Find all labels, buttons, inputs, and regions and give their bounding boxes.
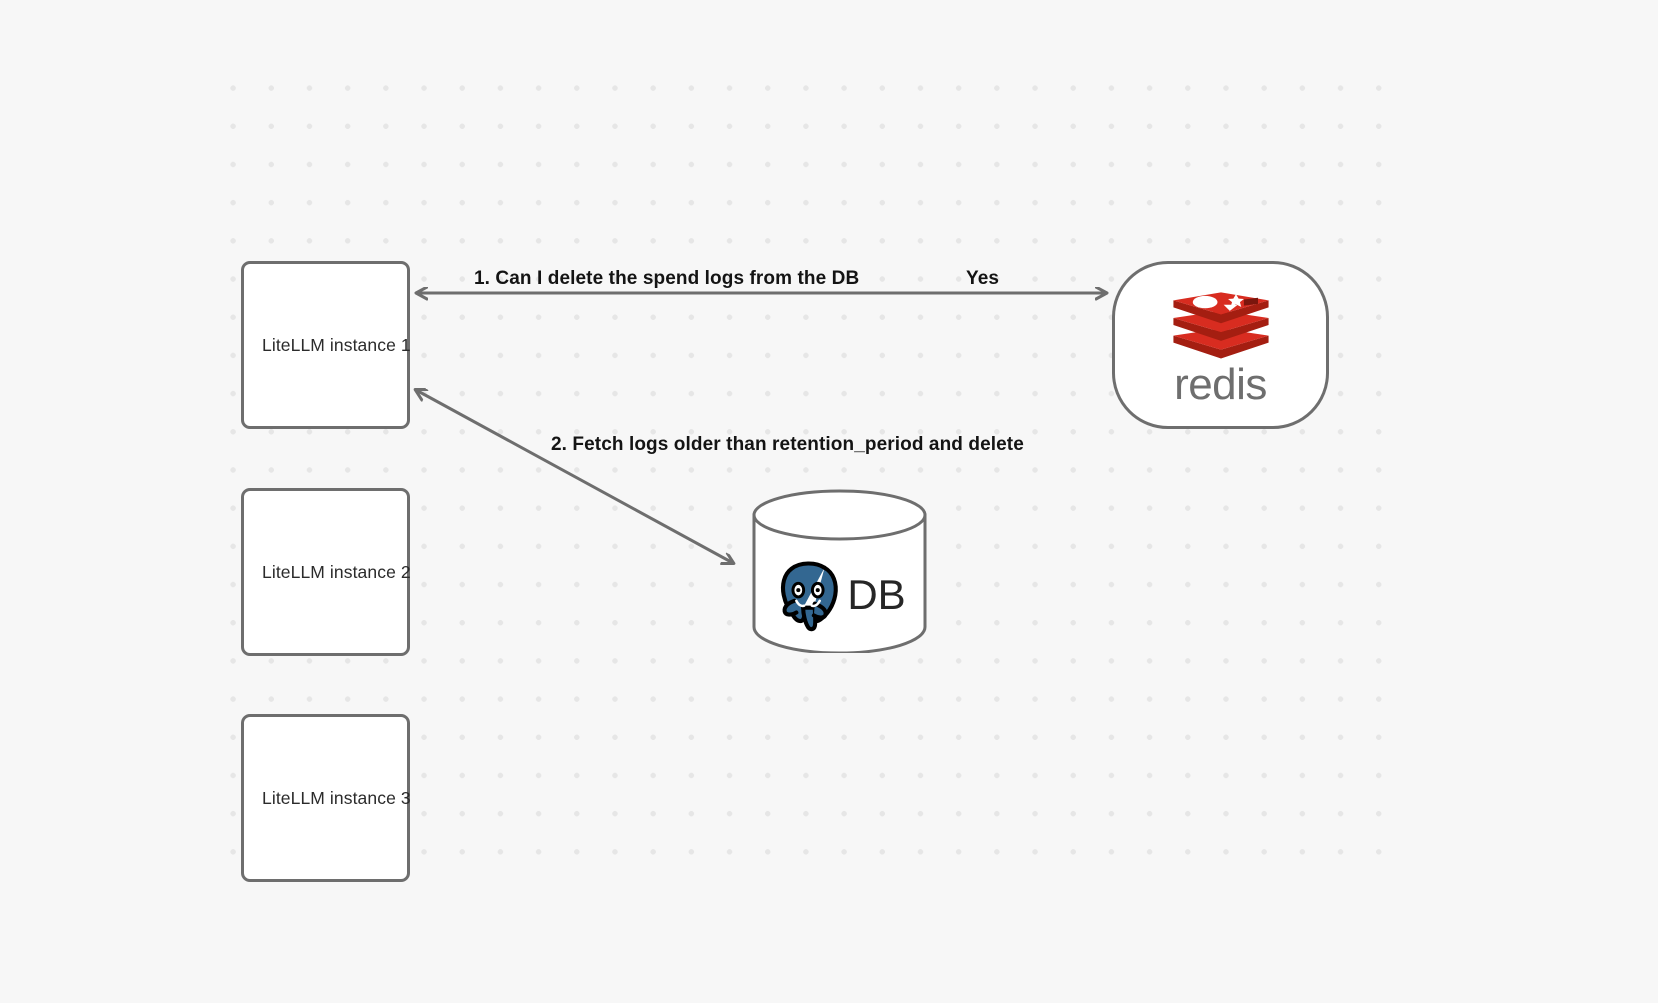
node-database[interactable]: DB (752, 489, 927, 653)
node-litellm-instance-3[interactable]: LiteLLM instance 3 (241, 714, 411, 882)
node-litellm-instance-3-label: LiteLLM instance 3 (262, 787, 411, 808)
redis-logo-icon (1172, 291, 1269, 358)
postgresql-elephant-icon (781, 561, 839, 632)
redis-wordmark: redis (1174, 359, 1267, 409)
edge-label-yes: Yes (966, 268, 1000, 289)
node-litellm-instance-2-label: LiteLLM instance 2 (262, 561, 411, 582)
edge-litellm1-db (416, 390, 733, 563)
edge-label-step-1: 1. Can I delete the spend logs from the … (474, 268, 860, 289)
database-label: DB (847, 571, 906, 618)
node-redis[interactable]: redis (1112, 261, 1329, 429)
node-litellm-instance-2[interactable]: LiteLLM instance 2 (241, 488, 411, 656)
edge-label-step-2: 2. Fetch logs older than retention_perio… (551, 434, 1024, 455)
node-litellm-instance-1[interactable]: LiteLLM instance 1 (241, 261, 411, 429)
node-litellm-instance-1-label: LiteLLM instance 1 (262, 334, 411, 355)
database-node-content: DB (752, 537, 927, 653)
